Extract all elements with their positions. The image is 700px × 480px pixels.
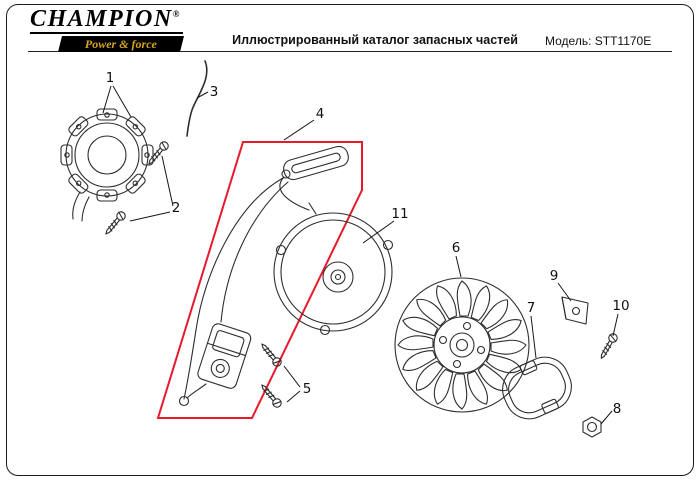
- starter-rope-and-wires: [178, 177, 289, 407]
- bracket-bolt-part: [597, 331, 620, 362]
- callout-2: 2: [172, 200, 181, 216]
- catalog-title: Иллюстрированный каталог запасных частей: [232, 33, 518, 47]
- recoil-housing-part: [273, 202, 394, 336]
- callout-6: 6: [452, 240, 461, 256]
- tagline-banner: Power & force: [58, 36, 184, 53]
- callout-9: 9: [550, 268, 559, 284]
- brand-name: CHAMPION®: [30, 6, 184, 35]
- registered-mark: ®: [172, 9, 180, 19]
- flywheel-part: [394, 277, 530, 413]
- callout-5: 5: [303, 381, 312, 397]
- callout-numbers: 1 2 3 4 5 6 7 8 9 10 11: [106, 70, 630, 417]
- stator-part: [60, 108, 154, 222]
- starter-handle: [279, 145, 349, 211]
- brand-text: CHAMPION: [30, 6, 173, 32]
- tagline-text: Power & force: [85, 36, 157, 51]
- stator-screws-part: [102, 139, 171, 238]
- callout-4: 4: [316, 106, 325, 122]
- leader-lines: [102, 85, 619, 425]
- model-label: Модель: STT1170E: [545, 34, 652, 48]
- starter-cup-part: [502, 356, 572, 420]
- callout-1: 1: [106, 70, 115, 86]
- bracket-part: [561, 296, 589, 325]
- callout-7: 7: [527, 300, 536, 316]
- champion-logo: CHAMPION® Power & force: [30, 6, 184, 53]
- header-divider: [28, 51, 672, 52]
- ignition-coil-part: [197, 323, 252, 389]
- callout-10: 10: [612, 298, 629, 314]
- wire-part: [186, 60, 208, 137]
- callout-11: 11: [391, 206, 408, 222]
- callout-3: 3: [210, 84, 219, 100]
- callout-8: 8: [613, 401, 622, 417]
- highlight-region-part4: [156, 141, 363, 419]
- nut-part: [582, 416, 602, 438]
